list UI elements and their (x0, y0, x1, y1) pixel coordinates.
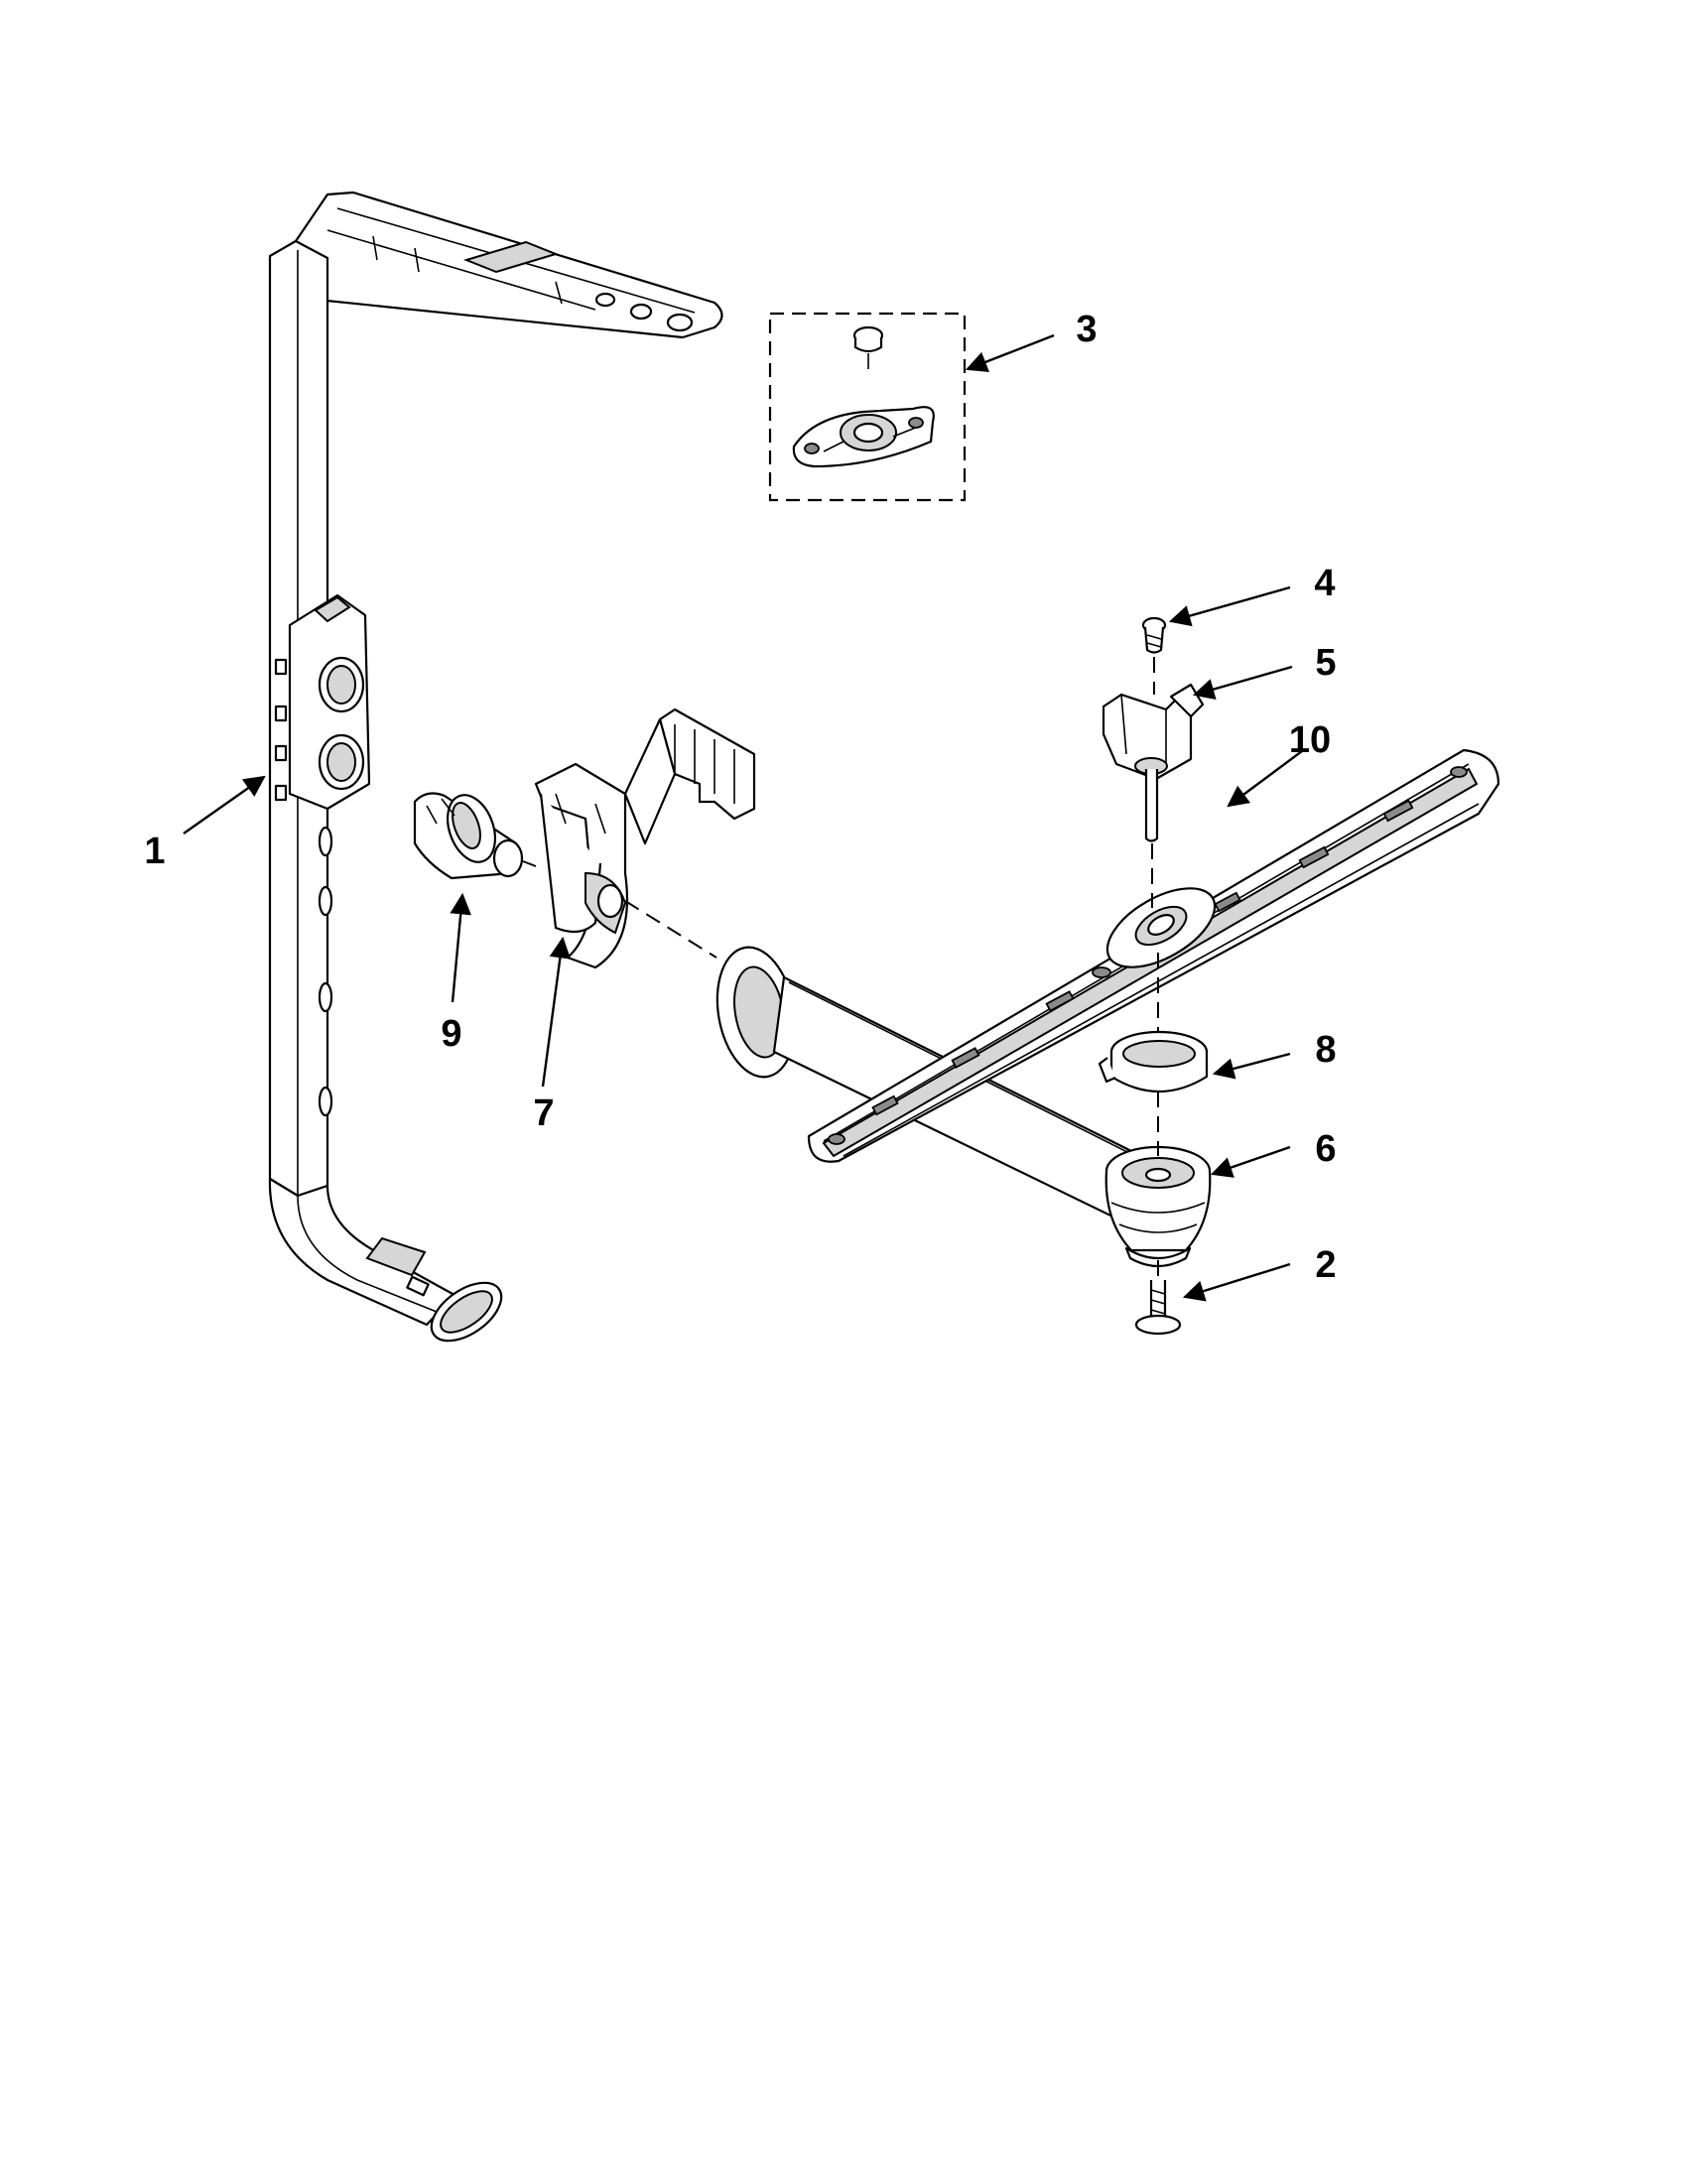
part-8-ring (1098, 1030, 1209, 1092)
part-4-screw (1141, 616, 1167, 654)
part-1-supply-tube (268, 191, 723, 1343)
part-10-spray-arm (715, 748, 1500, 1232)
leader-arrows (183, 333, 1303, 1302)
callout-4: 4 (1314, 563, 1335, 604)
callout-10: 10 (1289, 719, 1331, 761)
part-6-mount (1104, 1145, 1212, 1268)
part-7-bracket (534, 707, 756, 969)
callout-9: 9 (441, 1013, 461, 1055)
part-5-retainer (1102, 683, 1205, 842)
callout-1: 1 (144, 831, 165, 872)
part-9-connector (413, 792, 524, 880)
part-2-screw (1134, 1280, 1182, 1336)
callouts: 1 2 3 4 5 6 7 8 9 10 (144, 309, 1336, 1286)
assembly-lines (522, 657, 1159, 1278)
callout-8: 8 (1315, 1029, 1336, 1071)
callout-6: 6 (1315, 1128, 1336, 1170)
part-3-hub-assembly (768, 312, 967, 502)
callout-2: 2 (1315, 1244, 1336, 1286)
callout-7: 7 (533, 1092, 554, 1134)
callout-3: 3 (1076, 309, 1097, 350)
callout-5: 5 (1315, 642, 1336, 684)
